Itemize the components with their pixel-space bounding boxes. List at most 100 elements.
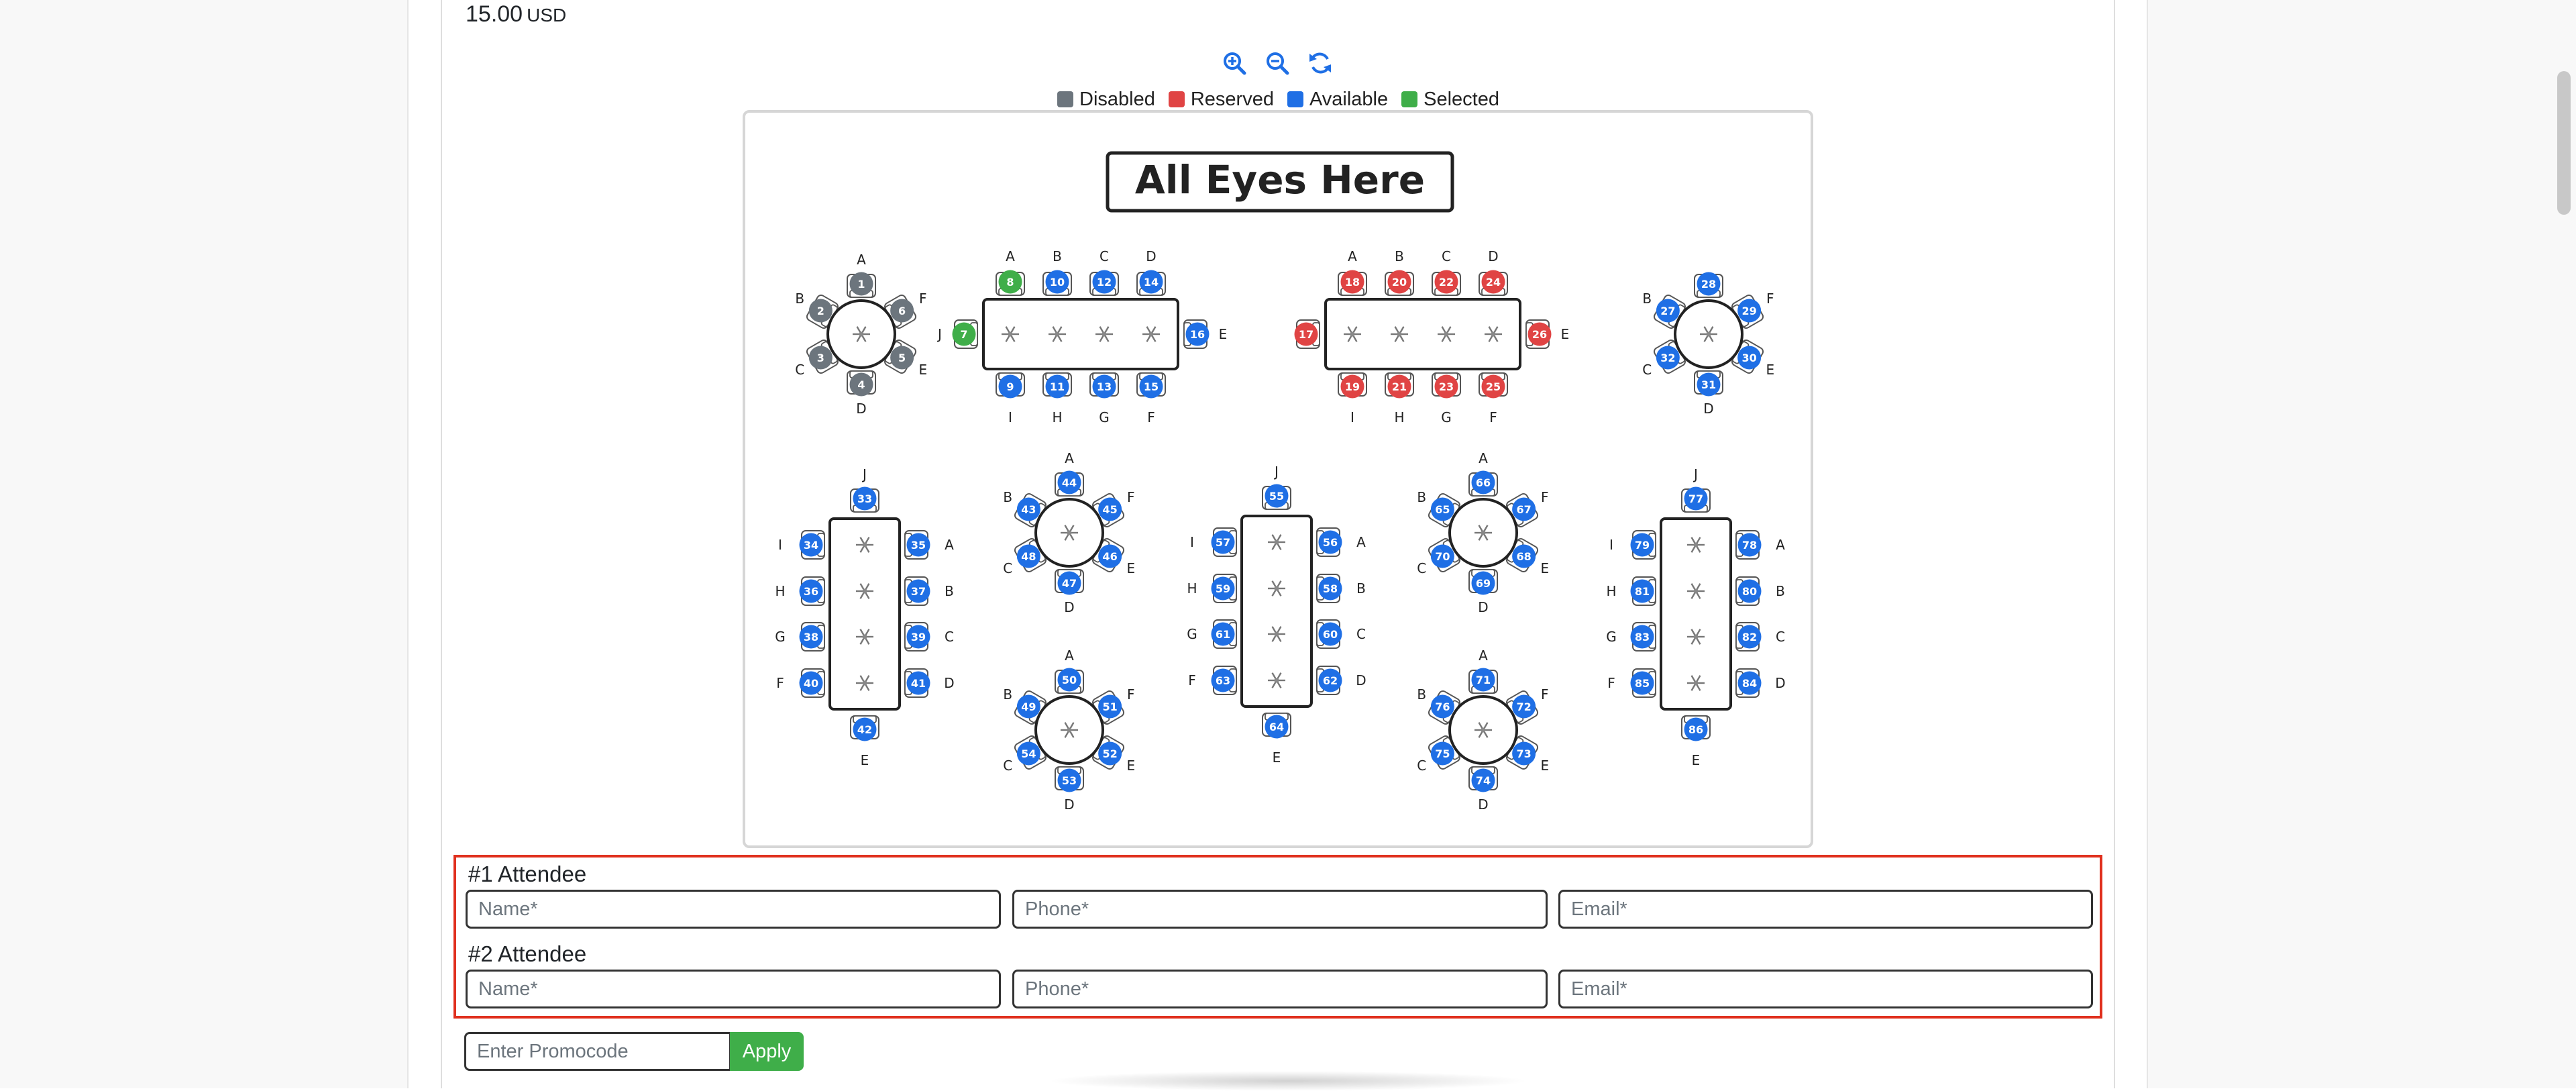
seat-25[interactable]: 25 bbox=[1481, 374, 1505, 399]
seat-47[interactable]: 47 bbox=[1057, 571, 1081, 595]
seat-29[interactable]: 29 bbox=[1737, 299, 1762, 323]
seat-marker[interactable] bbox=[1098, 544, 1122, 568]
seat-marker[interactable] bbox=[1098, 497, 1122, 521]
seat-marker[interactable] bbox=[1211, 576, 1235, 601]
seat-marker[interactable] bbox=[1340, 270, 1364, 294]
seat-82[interactable]: 82 bbox=[1737, 625, 1762, 649]
attendee-2-email-input[interactable] bbox=[1558, 970, 2093, 1008]
seat-9[interactable]: 9 bbox=[998, 374, 1022, 399]
seat-6[interactable]: 6 bbox=[890, 299, 914, 323]
seat-marker[interactable] bbox=[906, 579, 930, 603]
seat-3[interactable]: 3 bbox=[808, 346, 833, 370]
seat-44[interactable]: 44 bbox=[1057, 470, 1081, 495]
seat-22[interactable]: 22 bbox=[1434, 270, 1458, 294]
seat-12[interactable]: 12 bbox=[1092, 270, 1116, 294]
seat-73[interactable]: 73 bbox=[1512, 741, 1536, 766]
attendee-2-name-input[interactable] bbox=[466, 970, 1001, 1008]
seat-marker[interactable] bbox=[849, 372, 873, 397]
seat-marker[interactable] bbox=[1098, 694, 1122, 719]
seat-marker[interactable] bbox=[1697, 372, 1721, 397]
seat-26[interactable]: 26 bbox=[1527, 322, 1552, 346]
seat-79[interactable]: 79 bbox=[1630, 533, 1654, 557]
seat-marker[interactable] bbox=[1340, 374, 1364, 399]
attendee-1-phone-input[interactable] bbox=[1012, 890, 1548, 929]
seat-37[interactable]: 37 bbox=[906, 579, 930, 603]
seat-marker[interactable] bbox=[1471, 668, 1495, 692]
seat-marker[interactable] bbox=[1684, 717, 1708, 741]
seat-74[interactable]: 74 bbox=[1471, 768, 1495, 792]
seat-45[interactable]: 45 bbox=[1098, 497, 1122, 521]
seat-85[interactable]: 85 bbox=[1630, 671, 1654, 695]
seat-marker[interactable] bbox=[1737, 346, 1762, 370]
seat-marker[interactable] bbox=[1430, 694, 1454, 719]
seat-marker[interactable] bbox=[1737, 671, 1762, 695]
seat-marker[interactable] bbox=[1512, 497, 1536, 521]
seat-marker[interactable] bbox=[799, 579, 823, 603]
seat-39[interactable]: 39 bbox=[906, 625, 930, 649]
seat-59[interactable]: 59 bbox=[1211, 576, 1235, 601]
seat-marker[interactable] bbox=[1512, 544, 1536, 568]
seat-marker[interactable] bbox=[1057, 571, 1081, 595]
seat-17[interactable]: 17 bbox=[1294, 322, 1318, 346]
seat-68[interactable]: 68 bbox=[1512, 544, 1536, 568]
seat-marker[interactable] bbox=[1265, 715, 1289, 739]
seat-48[interactable]: 48 bbox=[1016, 544, 1040, 568]
seat-21[interactable]: 21 bbox=[1387, 374, 1411, 399]
seat-marker[interactable] bbox=[1481, 374, 1505, 399]
seat-15[interactable]: 15 bbox=[1139, 374, 1163, 399]
seat-67[interactable]: 67 bbox=[1512, 497, 1536, 521]
seat-marker[interactable] bbox=[1656, 346, 1680, 370]
seat-49[interactable]: 49 bbox=[1016, 694, 1040, 719]
seat-marker[interactable] bbox=[799, 625, 823, 649]
seat-marker[interactable] bbox=[1430, 741, 1454, 766]
seat-8[interactable]: 8 bbox=[998, 270, 1022, 294]
seat-marker[interactable] bbox=[853, 486, 877, 511]
seat-marker[interactable] bbox=[808, 346, 833, 370]
seat-marker[interactable] bbox=[799, 671, 823, 695]
seat-31[interactable]: 31 bbox=[1697, 372, 1721, 397]
seat-marker[interactable] bbox=[1737, 625, 1762, 649]
seat-marker[interactable] bbox=[1211, 668, 1235, 692]
seat-81[interactable]: 81 bbox=[1630, 579, 1654, 603]
seat-marker[interactable] bbox=[952, 322, 976, 346]
seat-marker[interactable] bbox=[1016, 544, 1040, 568]
seat-marker[interactable] bbox=[1737, 579, 1762, 603]
seat-65[interactable]: 65 bbox=[1430, 497, 1454, 521]
seat-77[interactable]: 77 bbox=[1684, 486, 1708, 511]
seat-marker[interactable] bbox=[1092, 270, 1116, 294]
seat-marker[interactable] bbox=[1430, 497, 1454, 521]
seat-marker[interactable] bbox=[1512, 694, 1536, 719]
seat-map-canvas[interactable]: All Eyes Here 1A6F5E4D3C2B8A10B12C14D9I1… bbox=[745, 113, 1811, 845]
seat-20[interactable]: 20 bbox=[1387, 270, 1411, 294]
seat-marker[interactable] bbox=[808, 299, 833, 323]
seat-marker[interactable] bbox=[1016, 497, 1040, 521]
seat-50[interactable]: 50 bbox=[1057, 668, 1081, 692]
seat-marker[interactable] bbox=[906, 671, 930, 695]
promocode-input[interactable] bbox=[464, 1032, 731, 1071]
seat-69[interactable]: 69 bbox=[1471, 571, 1495, 595]
seat-marker[interactable] bbox=[1318, 576, 1342, 601]
seat-marker[interactable] bbox=[998, 374, 1022, 399]
seat-56[interactable]: 56 bbox=[1318, 530, 1342, 554]
seat-57[interactable]: 57 bbox=[1211, 530, 1235, 554]
seat-marker[interactable] bbox=[1387, 270, 1411, 294]
seat-marker[interactable] bbox=[1318, 668, 1342, 692]
seat-marker[interactable] bbox=[1294, 322, 1318, 346]
seat-marker[interactable] bbox=[1139, 374, 1163, 399]
attendee-2-phone-input[interactable] bbox=[1012, 970, 1548, 1008]
seat-33[interactable]: 33 bbox=[853, 486, 877, 511]
seat-75[interactable]: 75 bbox=[1430, 741, 1454, 766]
seat-30[interactable]: 30 bbox=[1737, 346, 1762, 370]
seat-marker[interactable] bbox=[1318, 530, 1342, 554]
seat-marker[interactable] bbox=[1057, 768, 1081, 792]
seat-marker[interactable] bbox=[1057, 668, 1081, 692]
seat-46[interactable]: 46 bbox=[1098, 544, 1122, 568]
seat-70[interactable]: 70 bbox=[1430, 544, 1454, 568]
seat-marker[interactable] bbox=[1471, 470, 1495, 495]
seat-34[interactable]: 34 bbox=[799, 533, 823, 557]
seat-marker[interactable] bbox=[1481, 270, 1505, 294]
seat-4[interactable]: 4 bbox=[849, 372, 873, 397]
seat-60[interactable]: 60 bbox=[1318, 622, 1342, 646]
seat-marker[interactable] bbox=[1434, 374, 1458, 399]
